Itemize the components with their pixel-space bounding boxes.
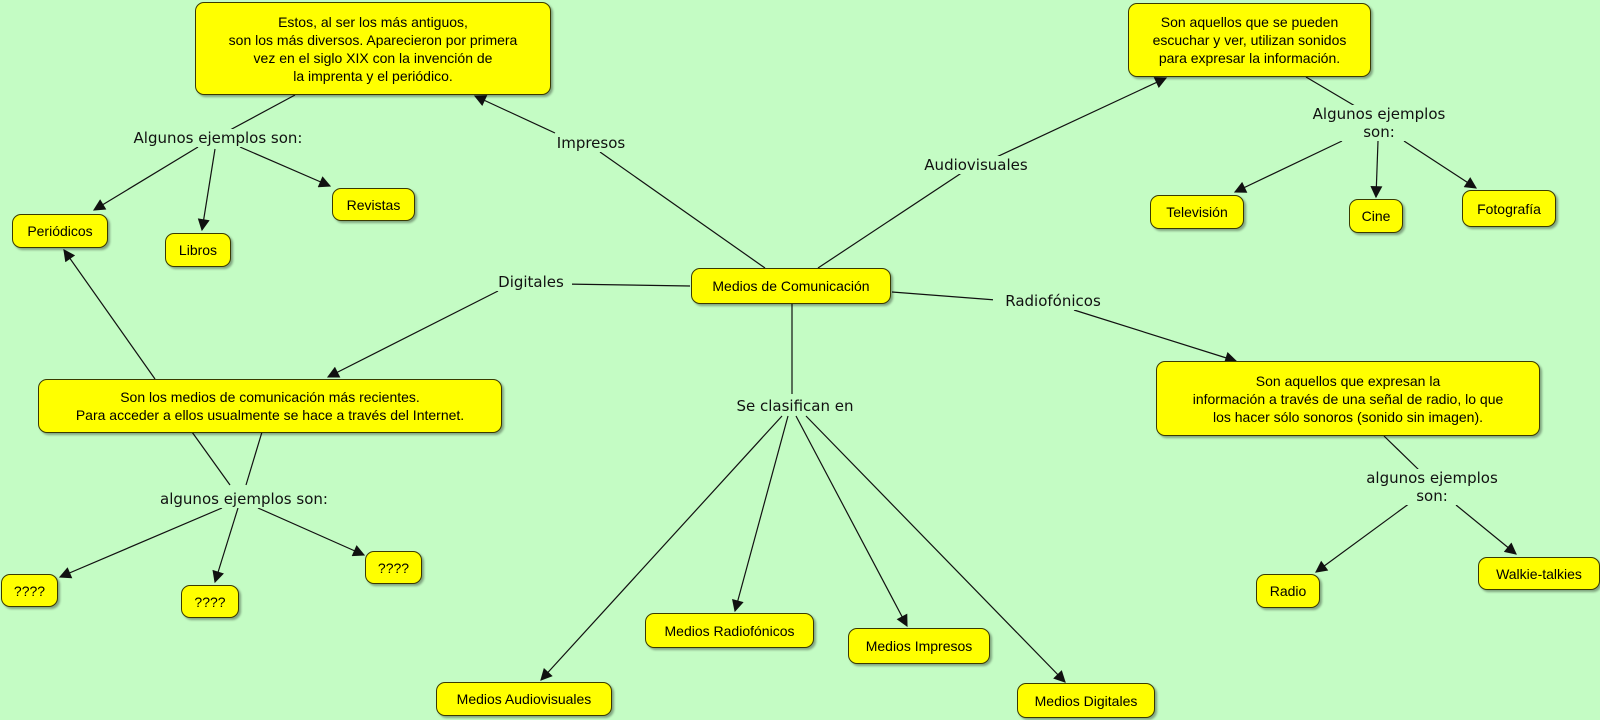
edge-center-radio-label [891,291,997,301]
edge-impresos-desc-ejemplos [229,94,296,131]
edge-impresos-to-desc [473,95,556,134]
edge-to-unknown1 [58,507,223,579]
label-ejemplos-radio: algunos ejemplos son: [1354,469,1510,505]
node-television[interactable]: Televisión [1150,195,1244,229]
edge-to-unknown3 [257,507,366,557]
node-periodicos[interactable]: Periódicos [12,214,108,248]
edge-to-revistas [239,146,332,188]
edge-center-audiovisuales-label [817,173,961,269]
node-unknown-3[interactable]: ???? [365,551,422,584]
edge-to-libros [197,148,216,232]
label-audiovisuales: Audiovisuales [913,156,1039,174]
node-digitales-description[interactable]: Son los medios de comunicación más recie… [38,379,502,433]
node-revistas[interactable]: Revistas [332,188,415,221]
label-se-clasifican: Se clasifican en [725,397,865,415]
node-medios-digitales[interactable]: Medios Digitales [1017,683,1155,718]
label-digitales: Digitales [490,273,572,291]
node-walkie-talkies[interactable]: Walkie-talkies [1478,557,1600,590]
node-radiofonicos-description[interactable]: Son aquellos que expresan la información… [1156,361,1540,436]
edge-radio-label-to-desc [1073,309,1238,364]
node-medios-de-comunicacion[interactable]: Medios de Comunicación [691,268,891,304]
node-medios-audiovisuales[interactable]: Medios Audiovisuales [436,682,612,716]
edge-to-m-audiovisuales [540,415,783,681]
node-medios-radiofonicos[interactable]: Medios Radiofónicos [645,613,814,648]
label-ejemplos-impresos: Algunos ejemplos son: [118,129,318,147]
edge-digital-desc-ejemplos-b [245,431,263,486]
edge-digital-desc-ejemplos-a [191,431,231,486]
edge-av-desc-ejemplos [1305,76,1356,107]
node-unknown-1[interactable]: ???? [1,574,58,607]
edge-center-digitales-label [561,283,691,287]
node-unknown-2[interactable]: ???? [181,585,239,618]
edge-to-radio [1315,502,1411,573]
node-fotografia[interactable]: Fotografía [1462,190,1556,227]
edge-to-television [1233,140,1343,193]
edge-to-cine [1370,140,1383,199]
edge-radio-desc-ejemplos [1383,435,1421,472]
label-radiofonicos: Radiofónicos [993,292,1113,310]
edge-to-fotografia [1403,140,1478,189]
node-libros[interactable]: Libros [165,233,231,267]
node-radio[interactable]: Radio [1256,574,1320,608]
edge-to-walkie [1455,504,1517,555]
node-impresos-description[interactable]: Estos, al ser los más antiguos, son los … [195,2,551,95]
node-cine[interactable]: Cine [1349,199,1403,233]
node-audiovisuales-description[interactable]: Son aquellos que se pueden escuchar y ve… [1128,3,1371,77]
node-medios-impresos[interactable]: Medios Impresos [848,628,990,664]
edge-digitales-to-desc [326,290,499,378]
label-ejemplos-audiovisuales: Algunos ejemplos son: [1300,105,1458,141]
edge-to-unknown2 [212,507,239,584]
edge-to-m-impresos [795,415,908,628]
edge-to-periodicos [92,146,199,211]
edge-digital-desc-to-periodicos [63,249,156,380]
edge-to-m-radiofonicos [732,415,789,613]
edge-to-m-digitales [805,415,1066,683]
label-impresos: Impresos [545,134,637,152]
label-ejemplos-digitales: algunos ejemplos son: [143,490,345,508]
edge-center-impresos-label [599,151,766,269]
